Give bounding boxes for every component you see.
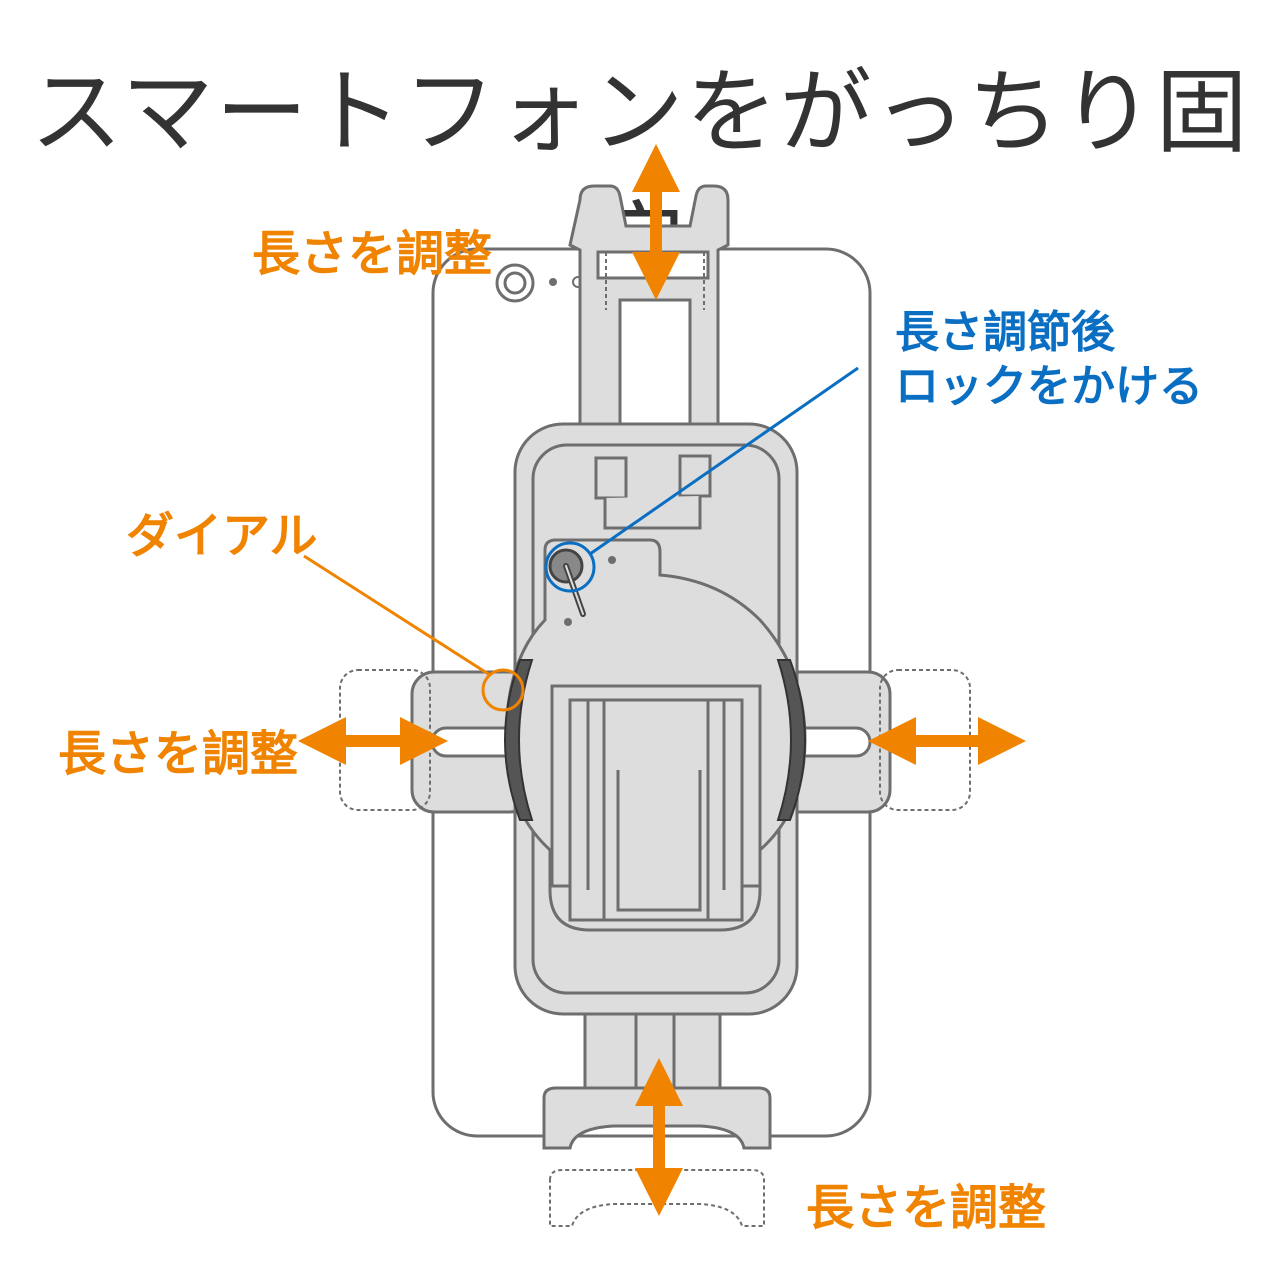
bottom-extension-dashed: [549, 1169, 765, 1227]
left-adjust-label: 長さを調整: [58, 726, 299, 782]
left-dial-icon: [504, 659, 534, 821]
dial-callout-circle: [481, 668, 525, 712]
dial-label: ダイアル: [126, 508, 318, 564]
top-extension-dashed: [605, 252, 705, 310]
dial-callout-line: [303, 554, 491, 677]
lock-callout-line: [589, 366, 859, 556]
lock-label: 長さ調節後 ロックをかける: [895, 306, 1203, 414]
top-clamp: [568, 184, 730, 442]
lock-label-line2: ロックをかける: [895, 361, 1203, 412]
bottom-adjust-label: 長さを調整: [806, 1180, 1047, 1236]
lock-label-line1: 長さ調節後: [895, 307, 1115, 358]
phone-camera-icon: [495, 263, 584, 303]
right-dial-icon: [776, 659, 806, 821]
center-clip: [550, 684, 762, 922]
top-adjust-label: 長さを調整: [252, 226, 493, 282]
lock-callout-circle: [544, 541, 596, 593]
